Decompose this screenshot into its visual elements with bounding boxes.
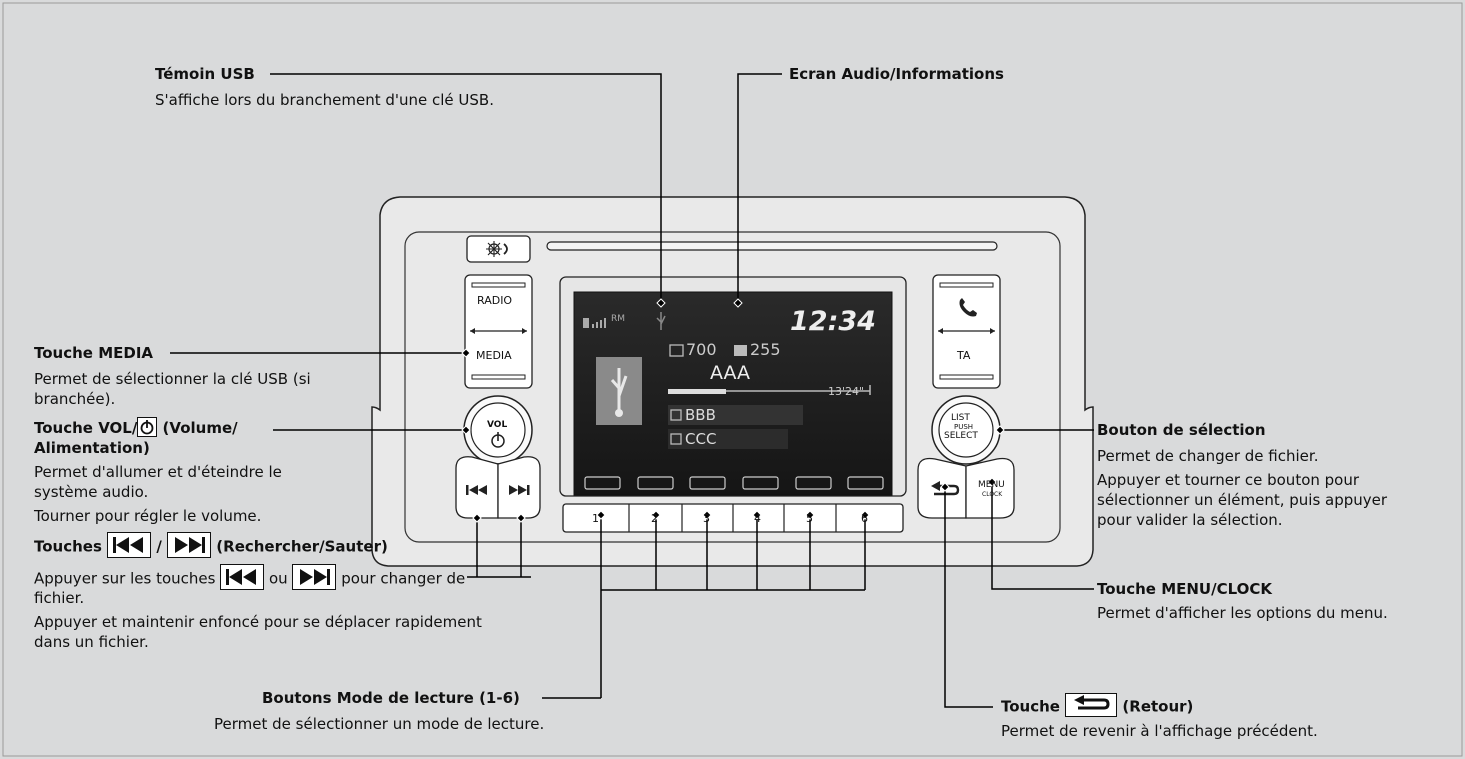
power-button-icon [137, 416, 158, 437]
signal-icon [592, 318, 606, 328]
preset-4-label: 4 [754, 512, 761, 525]
select-callout-title: Bouton de sélection [1097, 421, 1266, 439]
artist-icon [670, 409, 682, 421]
back-callout-title: Touche (Retour) [1001, 693, 1193, 719]
back-arrow-icon [931, 481, 960, 496]
vol-knob-label: VOL [487, 420, 508, 430]
media-callout-desc-1: Permet de sélectionner la clé USB (si [34, 370, 311, 388]
usb-indicator-icon [656, 312, 666, 330]
skip-forward-icon [509, 485, 530, 495]
seek-back-key-icon-inline [220, 564, 265, 590]
artist-row [668, 405, 803, 425]
screen-mode-icons [584, 476, 884, 490]
menu-callout-title: Touche MENU/CLOCK [1097, 580, 1272, 598]
screen-callout-title: Ecran Audio/Informations [789, 65, 1004, 83]
vol-callout-desc-1: Permet d'allumer et d'éteindre le [34, 463, 282, 481]
play-mode-callout-desc: Permet de sélectionner un mode de lectur… [214, 715, 545, 733]
seek-callout-title: Touches / (Rechercher/Sauter) [34, 532, 388, 560]
folder-count: 700 [686, 340, 717, 359]
screen-clock: 12:34 [790, 306, 876, 337]
radio-button-label: RADIO [477, 294, 513, 307]
select-callout-desc-2: Appuyer et tourner ce bouton pour [1097, 471, 1360, 489]
artist-name: BBB [685, 406, 716, 424]
inner-panel [404, 231, 1061, 543]
vol-callout-title-2: Alimentation) [34, 439, 150, 457]
menu-callout-desc: Permet d'afficher les options du menu. [1097, 604, 1388, 622]
track-name: AAA [710, 362, 751, 384]
menu-clock-button[interactable] [965, 457, 1015, 519]
leader-lines [170, 73, 1094, 708]
select-callout-desc-3: sélectionner un élément, puis appuyer [1097, 491, 1388, 509]
preset-6-label: 6 [861, 512, 868, 525]
ta-button-label: TA [957, 349, 971, 362]
menu-button-label: MENU [978, 480, 1005, 490]
leader-dots [461, 298, 1005, 523]
album-icon [670, 433, 682, 445]
clock-button-label: CLOCK [982, 491, 1003, 498]
select-callout-desc-4: pour valider la sélection. [1097, 511, 1283, 529]
track-count: 255 [750, 340, 781, 359]
vol-callout-desc-2: système audio. [34, 483, 149, 501]
back-key-icon [1065, 693, 1118, 717]
back-callout-desc: Permet de revenir à l'affichage précéden… [1001, 722, 1318, 740]
preset-buttons[interactable] [562, 503, 904, 533]
vol-callout-desc-3: Tourner pour régler le volume. [34, 507, 262, 525]
album-name: CCC [685, 430, 717, 448]
signal-label: RM [611, 314, 626, 324]
preset-1-label: 1 [592, 512, 599, 525]
skip-back-icon [466, 485, 487, 495]
seek-forward-key-icon [167, 532, 212, 558]
select-knob-label-1: LIST [951, 413, 970, 423]
media-button-label: MEDIA [476, 349, 512, 362]
seek-back-key-icon [107, 532, 152, 558]
folder-icon [669, 344, 684, 357]
album-row [668, 429, 788, 449]
phone-icon [959, 298, 977, 317]
music-note-icon [734, 345, 747, 356]
media-callout-title: Touche MEDIA [34, 344, 154, 362]
vol-callout-title: Touche VOL/ (Volume/ [34, 416, 238, 439]
select-knob-label-3: SELECT [944, 431, 978, 441]
moon-icon [503, 243, 508, 255]
seek-callout-desc-1: Appuyer sur les touches ou pour changer … [34, 564, 465, 592]
battery-icon [583, 318, 589, 328]
select-knob-label-2: PUSH [954, 423, 974, 431]
disc-slot [546, 241, 998, 251]
select-callout-desc-1: Permet de changer de fichier. [1097, 447, 1319, 465]
seek-callout-desc-3: Appuyer et maintenir enfoncé pour se dép… [34, 613, 482, 631]
usb-callout-title: Témoin USB [155, 65, 255, 83]
preset-3-label: 3 [703, 512, 710, 525]
usb-callout-desc: S'affiche lors du branchement d'une clé … [155, 91, 494, 109]
seek-callout-desc-2: fichier. [34, 589, 85, 607]
elapsed-time: 13'24" [828, 385, 865, 398]
seek-forward-key-icon-inline [292, 564, 337, 590]
preset-5-label: 5 [806, 512, 813, 525]
media-callout-desc-2: branchée). [34, 390, 116, 408]
seek-callout-desc-4: dans un fichier. [34, 633, 149, 651]
preset-2-label: 2 [651, 512, 658, 525]
play-mode-callout-title: Boutons Mode de lecture (1-6) [262, 689, 520, 707]
